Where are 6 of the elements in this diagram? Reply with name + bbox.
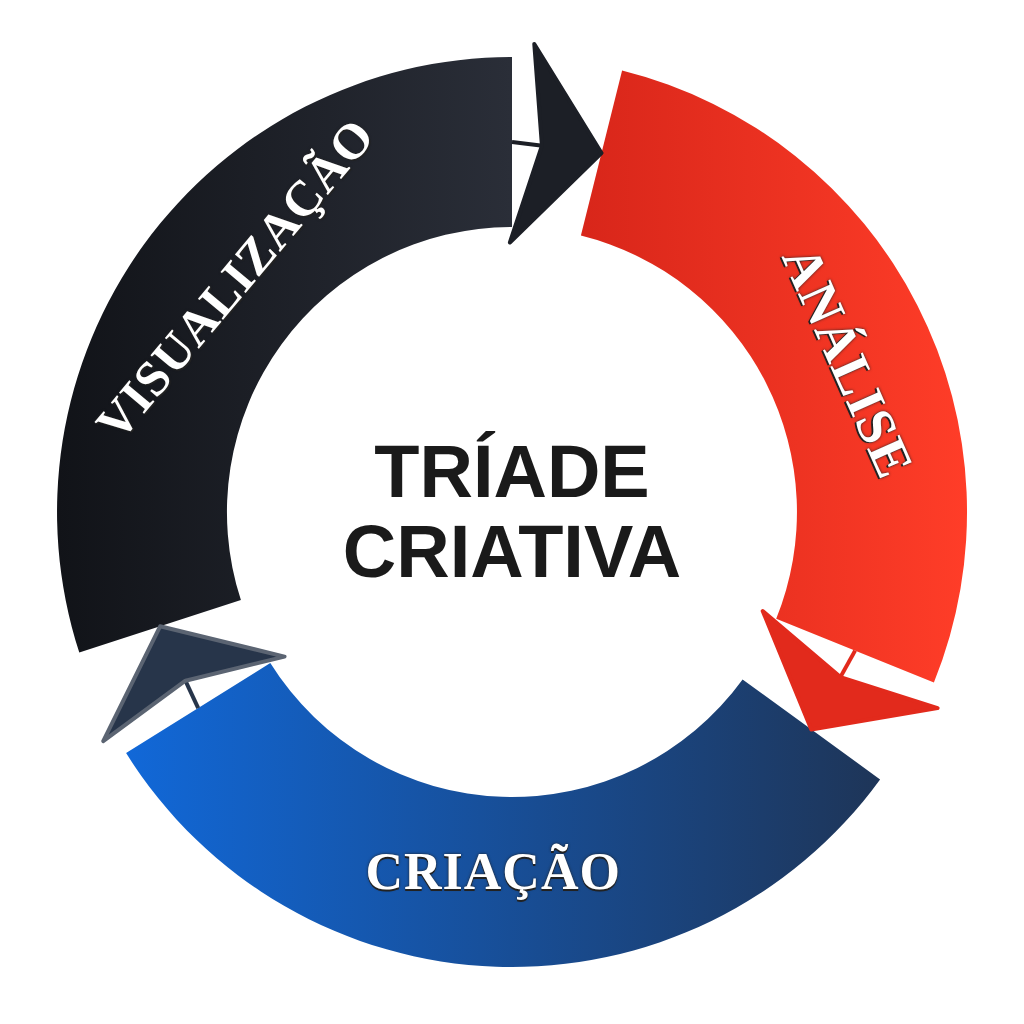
center-title: TRÍADE CRIATIVA <box>342 432 683 592</box>
arc-arrow-segment <box>126 663 881 968</box>
arrow <box>507 42 604 245</box>
segment-label: CRIAÇÃO <box>365 845 621 898</box>
arrow <box>101 624 287 744</box>
arrow <box>760 609 940 732</box>
